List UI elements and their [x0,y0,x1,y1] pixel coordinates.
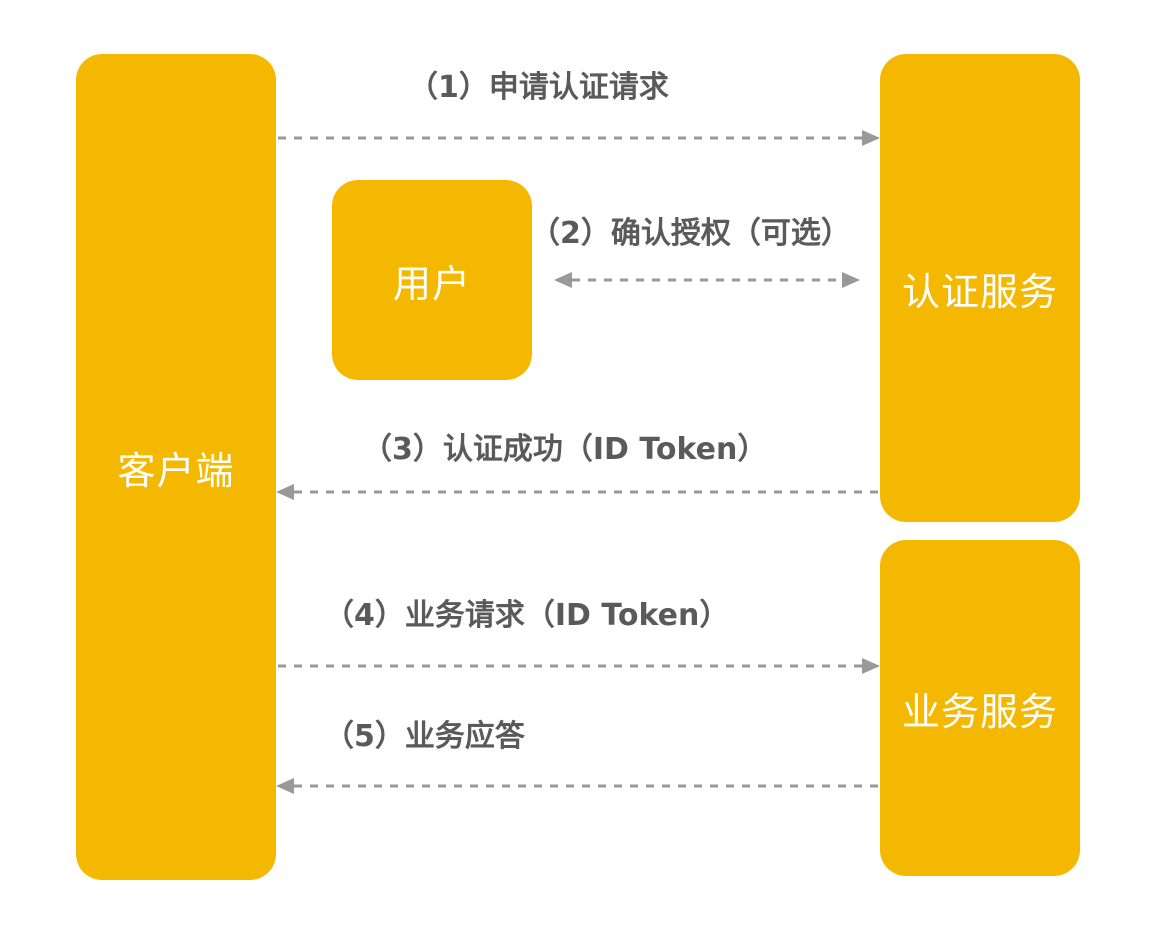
edge-label-1: （1）申请认证请求 [408,70,669,105]
arrow-2-head-right [842,272,860,288]
auth-service-node: 认证服务 [880,54,1080,522]
arrow-3-head [276,484,294,500]
edge-label-4: （4）业务请求（ID Token） [324,598,730,633]
arrow-5-head [276,778,294,794]
edge-label-5: （5）业务应答 [324,719,525,754]
user-node: 用户 [332,180,532,380]
arrow-2-head-left [554,272,572,288]
arrow-1-head [862,130,880,146]
edge-label-2: （2）确认授权（可选） [530,216,851,251]
business-service-node: 业务服务 [880,540,1080,876]
arrow-4-head [862,658,880,674]
edge-label-3: （3）认证成功（ID Token） [362,432,768,467]
client-node: 客户端 [76,54,276,880]
